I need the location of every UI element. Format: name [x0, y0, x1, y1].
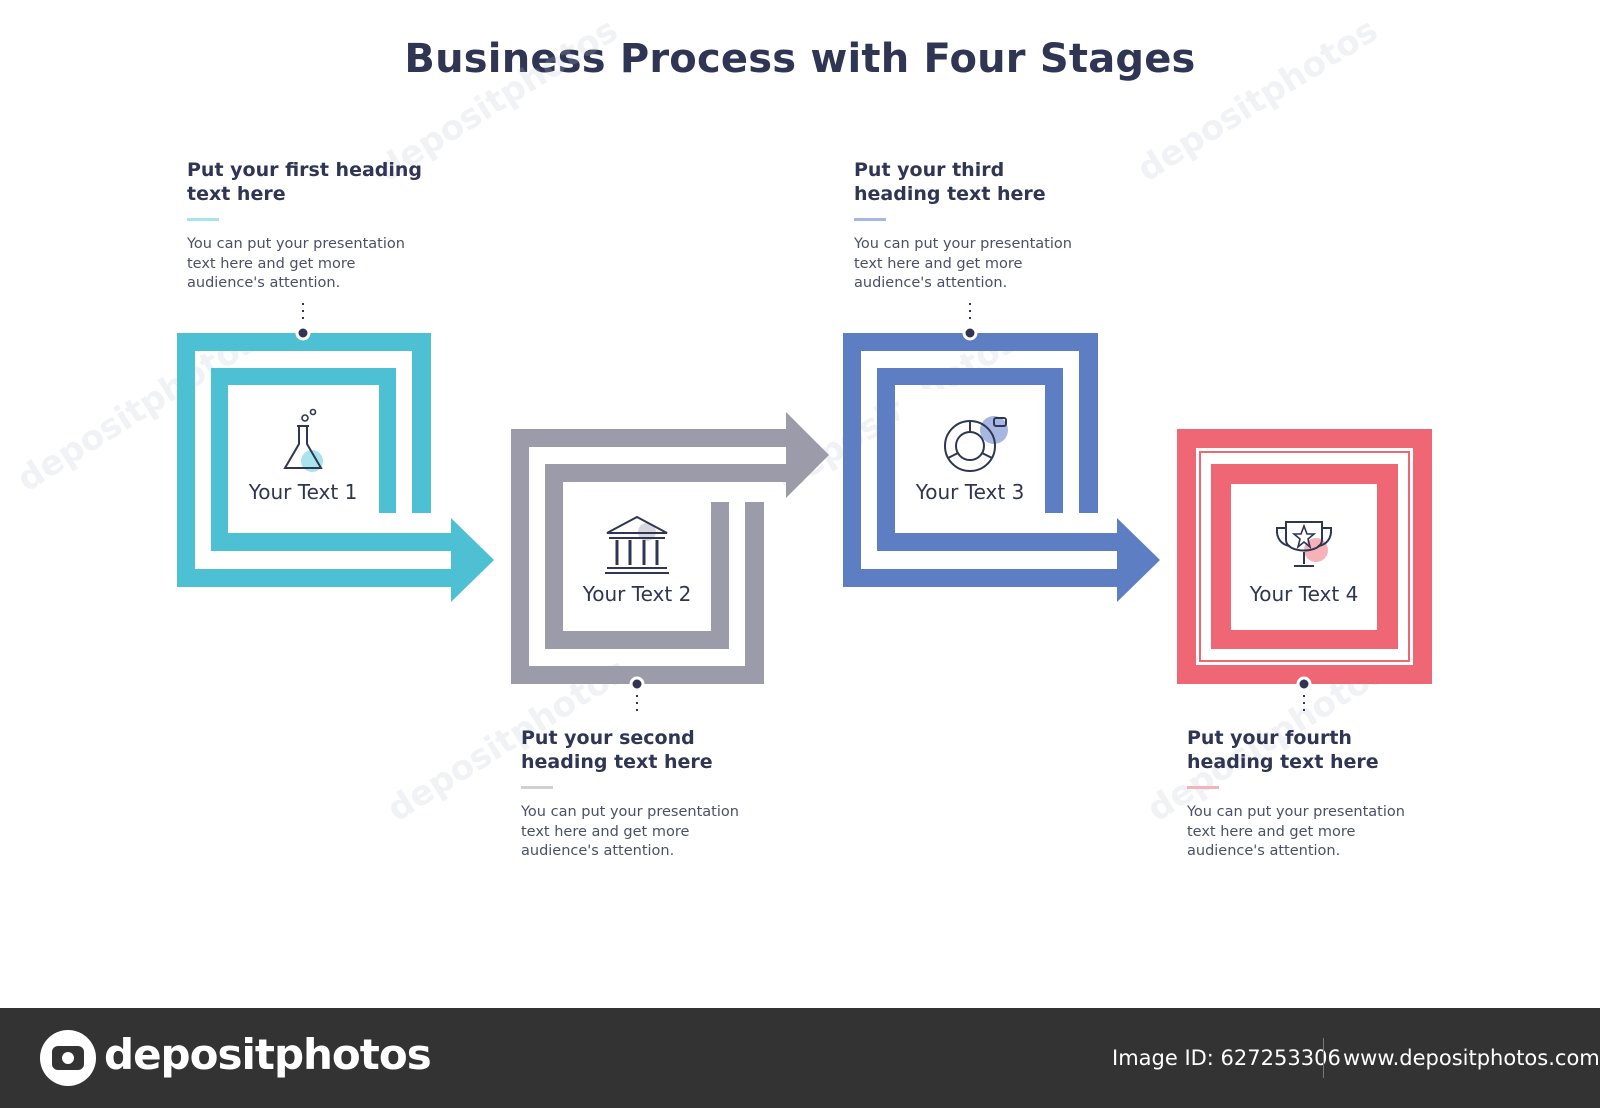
stage-2-block: Your Text 2	[511, 412, 829, 715]
stage-1-heading: Put your first heading text here	[187, 159, 423, 205]
stage-3-accent-bar	[854, 218, 886, 221]
stage-4-heading: Put your fourth heading text here	[1187, 727, 1379, 773]
stage-4-accent-bar	[1187, 786, 1219, 789]
footer-bar: depositphotos Image ID: 627253306 www.de…	[0, 1008, 1600, 1108]
infographic-canvas: Business Process with Four Stages deposi…	[10, 10, 1432, 862]
stage-2-accent-bar	[521, 786, 553, 789]
pie-chart-icon	[944, 416, 1008, 472]
stage-1-block: Your Text 1	[177, 303, 494, 602]
footer-divider	[1323, 1038, 1324, 1078]
stage-3-body: You can put your presentation text here …	[854, 236, 1072, 291]
site-link[interactable]: www.depositphotos.com	[1343, 1046, 1600, 1070]
bank-icon	[605, 515, 669, 574]
brand-logo-text: depositphotos	[104, 1030, 432, 1079]
stage-3-block: Your Text 3	[843, 303, 1160, 602]
stage-4-body: You can put your presentation text here …	[1187, 804, 1405, 859]
stage-2-heading: Put your second heading text here	[521, 727, 713, 773]
stage-4-box-label: Your Text 4	[1249, 582, 1359, 606]
trophy-icon	[1275, 521, 1333, 567]
page-title: Business Process with Four Stages	[404, 36, 1196, 82]
image-id: Image ID: 627253306	[1112, 1046, 1341, 1070]
stage-1-body: You can put your presentation text here …	[187, 236, 405, 291]
stage-1-connector-dot	[295, 325, 311, 341]
stage-2-connector-dot	[629, 676, 645, 692]
stage-2-box-label: Your Text 2	[582, 582, 692, 606]
stage-1-accent-bar	[187, 218, 219, 221]
stage-4-connector-dot	[1296, 676, 1312, 692]
process-diagram: Your Text 1 Your Text 2	[177, 303, 1432, 715]
stage-1-box-label: Your Text 1	[248, 480, 358, 504]
stage-3-text: Put your third heading text here You can…	[854, 158, 1094, 294]
stage-2-text: Put your second heading text here You ca…	[521, 726, 761, 862]
stage-2-body: You can put your presentation text here …	[521, 804, 739, 859]
flask-icon	[283, 408, 323, 472]
stage-3-box-label: Your Text 3	[915, 480, 1025, 504]
stage-4-block: Your Text 4	[1177, 429, 1432, 715]
stage-4-text: Put your fourth heading text here You ca…	[1187, 726, 1427, 862]
stage-1-text: Put your first heading text here You can…	[187, 158, 427, 294]
stage-3-connector-dot	[962, 325, 978, 341]
camera-logo-icon	[40, 1030, 96, 1086]
stage-3-heading: Put your third heading text here	[854, 159, 1046, 205]
